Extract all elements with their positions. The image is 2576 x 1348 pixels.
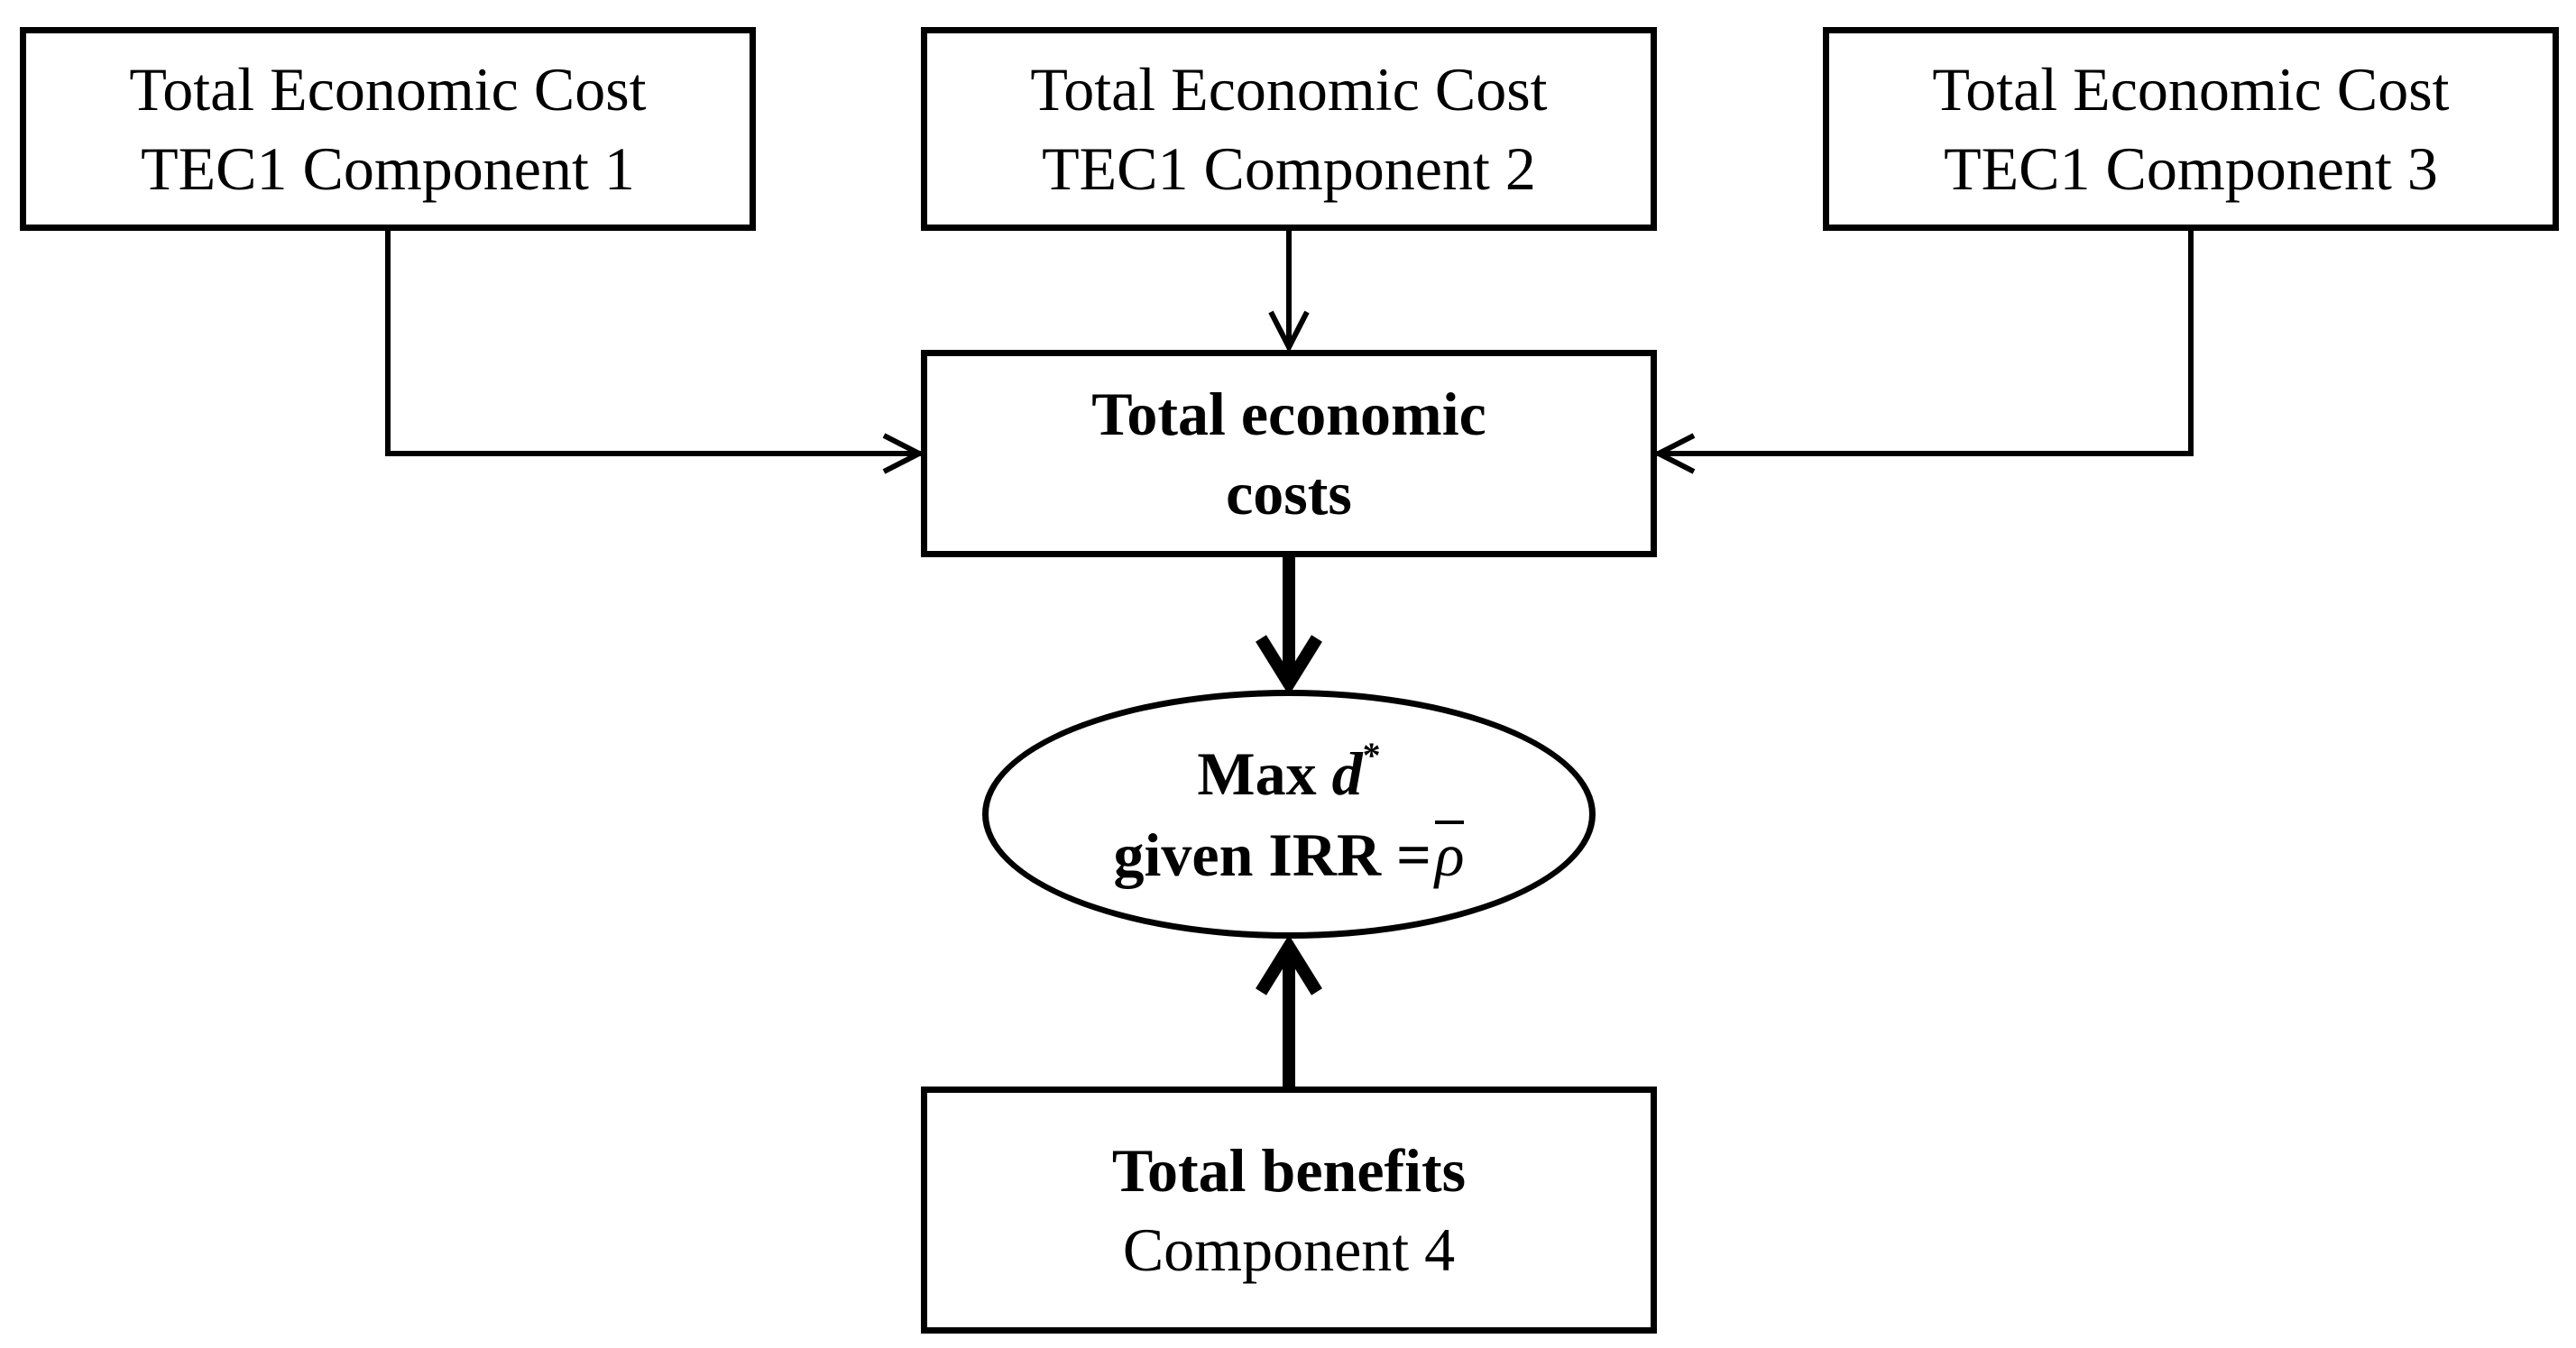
objective-ellipse: Max d* given IRR =ρ — [982, 690, 1596, 939]
component-1-label: TEC1 Component 1 — [141, 134, 635, 203]
component-2-title: Total Economic Cost — [1030, 55, 1548, 124]
total-costs-line1: Total economic — [1091, 380, 1486, 448]
arrowhead-comp3 — [1652, 433, 1696, 474]
arrow-comp1-to-total-costs — [385, 231, 921, 456]
objective-variable: d — [1331, 739, 1363, 808]
rho-bar-symbol: ρ — [1434, 821, 1465, 889]
total-benefits-subtitle: Component 4 — [1122, 1215, 1456, 1284]
total-benefits-box: Total benefits Component 4 — [921, 1087, 1657, 1334]
objective-max-line: Max d* — [1197, 733, 1380, 814]
component-3-box: Total Economic Cost TEC1 Component 3 — [1823, 27, 2559, 231]
component-3-title: Total Economic Cost — [1932, 55, 2450, 124]
component-2-label: TEC1 Component 2 — [1042, 134, 1536, 203]
arrow-comp3-to-total-costs — [1657, 231, 2194, 456]
total-benefits-title: Total benefits — [1111, 1136, 1467, 1205]
arrowhead-comp2 — [1268, 310, 1310, 353]
component-1-title: Total Economic Cost — [129, 55, 647, 124]
arrowhead-total-costs — [1256, 635, 1322, 696]
component-1-box: Total Economic Cost TEC1 Component 1 — [20, 27, 756, 231]
component-2-box: Total Economic Cost TEC1 Component 2 — [921, 27, 1657, 231]
objective-given-label: given IRR = — [1113, 821, 1431, 889]
component-3-label: TEC1 Component 3 — [1944, 134, 2438, 203]
arrowhead-comp1 — [882, 433, 925, 474]
objective-superscript: * — [1362, 735, 1381, 775]
total-costs-line2: costs — [1226, 459, 1352, 527]
total-economic-costs-box: Total economic costs — [921, 350, 1657, 557]
arrowhead-total-benefits — [1256, 934, 1322, 995]
objective-given-line: given IRR =ρ — [1114, 814, 1465, 895]
objective-max-label: Max — [1197, 739, 1317, 808]
